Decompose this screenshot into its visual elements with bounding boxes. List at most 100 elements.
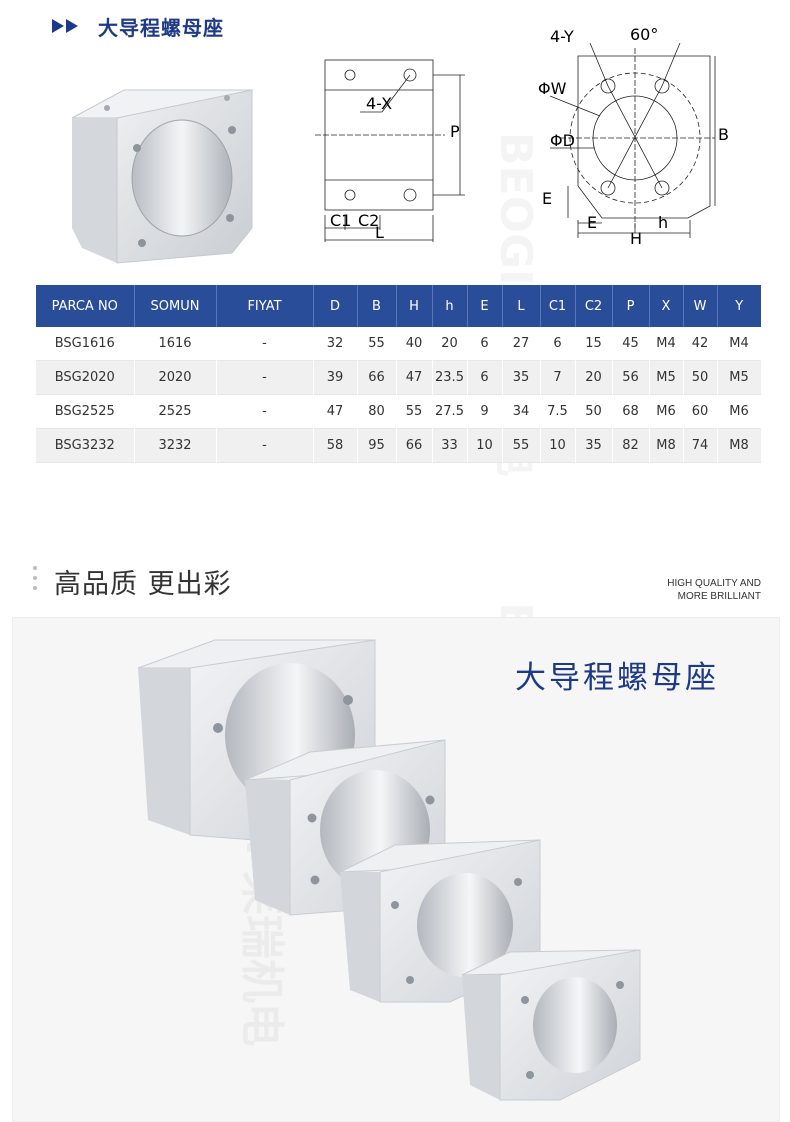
dim-label: 4-Y <box>550 28 574 46</box>
table-cell: 6 <box>467 327 503 361</box>
table-cell: 35 <box>575 428 613 463</box>
column-header: P <box>612 285 650 327</box>
watermark: BEOGI 莱瑞机电 <box>236 0 296 1120</box>
table-cell: 27 <box>502 327 541 361</box>
dim-label: ΦW <box>538 79 567 98</box>
dim-label: H <box>630 229 642 248</box>
column-header: h <box>432 285 468 327</box>
table-cell: BSG2525 <box>36 394 135 429</box>
dim-label: 60° <box>630 28 658 44</box>
table-cell: 50 <box>683 360 718 395</box>
section2-title: 高品质 更出彩 <box>54 569 232 600</box>
arrow-icon <box>52 19 64 33</box>
table-cell: 82 <box>612 428 650 463</box>
dim-label: C1 <box>330 211 351 230</box>
table-cell: 3232 <box>134 428 217 463</box>
table-cell: M4 <box>649 327 684 361</box>
table-cell: - <box>216 327 314 361</box>
table-cell: 23.5 <box>432 360 468 395</box>
section-title: 大导程螺母座 <box>98 15 224 40</box>
dim-label: C2 <box>358 211 379 230</box>
column-header: L <box>502 285 541 327</box>
table-cell: 80 <box>357 394 397 429</box>
table-cell: 35 <box>502 360 541 395</box>
table-cell: 58 <box>313 428 358 463</box>
table-cell: 39 <box>313 360 358 395</box>
column-header: FIYAT <box>216 285 314 327</box>
table-cell: 55 <box>396 394 433 429</box>
dim-label: 4-X <box>366 94 392 113</box>
watermark-text: BEOGI 莱瑞机电 <box>236 702 296 1047</box>
column-header: H <box>396 285 433 327</box>
dim-label: h <box>658 213 668 232</box>
front-view-drawing: 4-X P C1 C2 L <box>315 59 465 242</box>
decor-dots <box>33 566 37 594</box>
table-cell: 74 <box>683 428 718 463</box>
table-cell: 47 <box>313 394 358 429</box>
column-header: PARCA NO <box>36 285 135 327</box>
table-cell: - <box>216 428 314 463</box>
table-cell: 55 <box>357 327 397 361</box>
side-view-drawing: 4-Y 60° ΦW ΦD B E E h H <box>538 28 729 248</box>
column-header: W <box>683 285 718 327</box>
table-cell: 95 <box>357 428 397 463</box>
table-cell: - <box>216 394 314 429</box>
table-cell: 56 <box>612 360 650 395</box>
section2-subtitle: HIGH QUALITY AND MORE BRILLIANT <box>667 577 761 603</box>
table-cell: 15 <box>575 327 613 361</box>
subtitle-line: HIGH QUALITY AND <box>667 578 761 589</box>
table-cell: M5 <box>649 360 684 395</box>
table-cell: 66 <box>396 428 433 463</box>
table-cell: 9 <box>467 394 503 429</box>
product-photo <box>71 89 254 264</box>
showcase-title: 大导程螺母座 <box>515 660 719 696</box>
table-cell: M5 <box>717 360 762 395</box>
dim-label: B <box>718 125 729 144</box>
table-cell: 20 <box>432 327 468 361</box>
dim-label: E <box>587 213 597 232</box>
table-cell: 55 <box>502 428 541 463</box>
dim-label: ΦD <box>550 131 575 150</box>
table-cell: 47 <box>396 360 433 395</box>
table-cell: 32 <box>313 327 358 361</box>
table-cell: M6 <box>649 394 684 429</box>
table-cell: 60 <box>683 394 718 429</box>
table-cell: BSG1616 <box>36 327 135 361</box>
table-cell: 66 <box>357 360 397 395</box>
spec-table: PARCA NO SOMUN FIYAT D B H h E L C1 C2 P… <box>36 285 762 463</box>
subtitle-line: MORE BRILLIANT <box>677 591 761 602</box>
table-cell: 34 <box>502 394 541 429</box>
dim-label: P <box>450 122 460 141</box>
column-header: B <box>357 285 397 327</box>
table-cell: 68 <box>612 394 650 429</box>
arrow-icon <box>66 19 78 33</box>
table-cell: 2525 <box>134 394 217 429</box>
dim-label: L <box>375 223 384 242</box>
table-cell: 10 <box>467 428 503 463</box>
column-header: D <box>313 285 358 327</box>
table-cell: 1616 <box>134 327 217 361</box>
table-cell: BSG2020 <box>36 360 135 395</box>
table-cell: 33 <box>432 428 468 463</box>
dim-label: E <box>542 189 552 208</box>
column-header: Y <box>717 285 761 327</box>
table-cell: M8 <box>717 428 762 463</box>
section-header: 大导程螺母座 <box>52 12 224 40</box>
column-header: C2 <box>575 285 613 327</box>
table-cell: 10 <box>540 428 576 463</box>
column-header: X <box>649 285 684 327</box>
table-cell: 45 <box>612 327 650 361</box>
table-cell: 20 <box>575 360 613 395</box>
table-cell: M6 <box>717 394 762 429</box>
table-cell: 2020 <box>134 360 217 395</box>
table-cell: - <box>216 360 314 395</box>
table-cell: 50 <box>575 394 613 429</box>
table-cell: BSG3232 <box>36 428 135 463</box>
table-header-row: PARCA NO SOMUN FIYAT D B H h E L C1 C2 P… <box>36 285 761 327</box>
table-cell: 27.5 <box>432 394 468 429</box>
table-cell: 7.5 <box>540 394 576 429</box>
